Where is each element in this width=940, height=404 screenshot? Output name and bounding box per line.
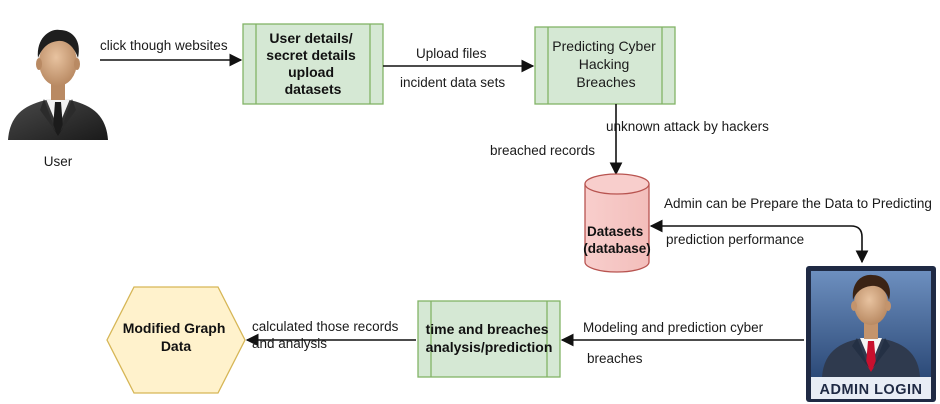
edge-label-calculated: calculated those records — [252, 319, 399, 334]
process-time-breaches-analysis: time and breaches analysis/prediction — [417, 300, 561, 378]
person-suit-icon — [8, 29, 108, 140]
edge-analysis-to-graph: calculated those records and analysis — [245, 319, 416, 351]
output-modified-graph-data: Modified Graph Data — [106, 286, 246, 394]
user-actor: User — [8, 29, 108, 169]
edge-predict-to-datasets: unknown attack by hackers breached recor… — [490, 104, 769, 176]
edge-label-and-analysis: and analysis — [252, 336, 327, 351]
edge-label-breached-records: breached records — [490, 143, 595, 158]
edge-label-upload-files: Upload files — [416, 46, 487, 61]
admin-login-panel: ADMIN LOGIN — [806, 266, 936, 402]
edge-label-incident: incident data sets — [400, 75, 505, 90]
admin-person-icon — [822, 274, 920, 377]
upload-box-text: User details/ secret details upload data… — [266, 30, 359, 97]
edge-label-click: click though websites — [100, 38, 228, 53]
edge-datasets-admin: Admin can be Prepare the Data to Predict… — [649, 196, 932, 264]
edge-user-to-upload: click though websites — [100, 38, 243, 67]
edge-label-unknown-attack: unknown attack by hackers — [606, 119, 769, 134]
predict-box-text: Predicting Cyber Hacking Breaches — [552, 38, 659, 90]
analysis-box-text: time and breaches analysis/prediction — [426, 321, 553, 355]
process-upload-datasets: User details/ secret details upload data… — [242, 23, 384, 105]
edge-label-prediction-performance: prediction performance — [666, 232, 804, 247]
datasets-text: Datasets (database) — [583, 224, 651, 256]
process-predicting-breaches: Predicting Cyber Hacking Breaches — [534, 26, 676, 105]
edge-admin-to-analysis: Modeling and prediction cyber breaches — [560, 320, 804, 366]
graph-hex-text: Modified Graph Data — [123, 320, 230, 354]
edge-label-breaches: breaches — [587, 351, 643, 366]
admin-login-caption: ADMIN LOGIN — [820, 382, 923, 398]
edge-label-modeling: Modeling and prediction cyber — [583, 320, 764, 335]
edge-label-admin-prepare: Admin can be Prepare the Data to Predict… — [664, 196, 932, 211]
user-label: User — [44, 154, 73, 169]
database-datasets: Datasets (database) — [583, 173, 651, 273]
edge-upload-to-predict: Upload files incident data sets — [383, 46, 535, 90]
